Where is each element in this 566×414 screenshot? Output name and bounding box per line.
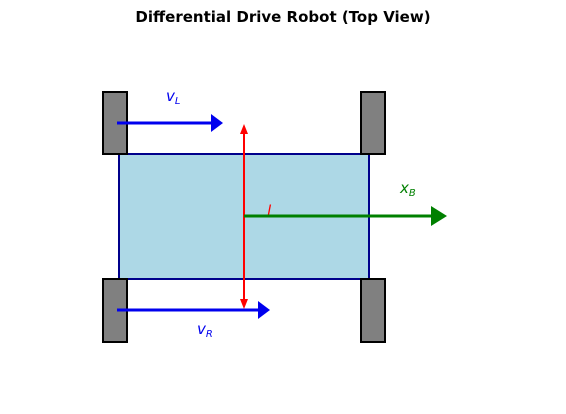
label-v-left: vL (166, 87, 180, 107)
label-v-right: vR (197, 320, 213, 340)
label-x-body: xB (399, 179, 416, 199)
right-velocity-arrow (117, 301, 270, 319)
diagram-title: Differential Drive Robot (Top View) (135, 8, 431, 26)
left-velocity-arrow (117, 114, 223, 132)
wheel-rear-right (360, 278, 386, 343)
wheel-front-right (360, 91, 386, 155)
heading-arrow (244, 206, 447, 226)
label-axle-length: l (267, 202, 272, 220)
